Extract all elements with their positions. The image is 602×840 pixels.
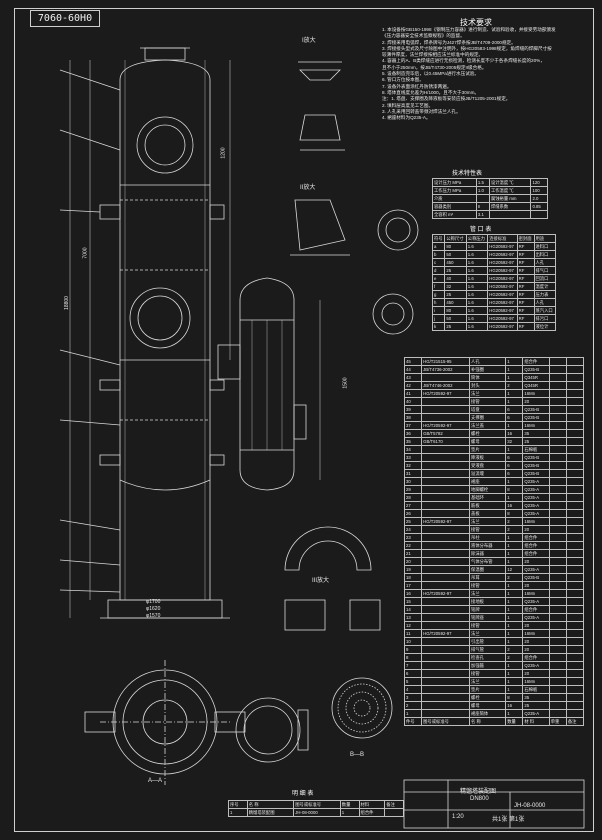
table-cell: 液位计 [533,322,557,331]
section-label-b: B—B [350,752,365,758]
half-ring-detail [284,526,372,571]
design-data-title: 技术特性表 [452,171,483,177]
dim-label-2: φ1620 [146,606,161,612]
tube-sheet [331,677,393,739]
table-cell: 1.6 [465,322,489,331]
table-cell [384,808,404,817]
tech-requirement-line: 2. 焊接采用电弧焊，焊条牌号为J427焊条按JB/T4709-2000规定。 [382,39,516,45]
table-cell: JH-08-0000 [293,808,341,817]
table-header-row: 符号公称尺寸公称压力连接标准密封面用途 [431,234,557,243]
title-block-scale: 1:20 [452,814,464,820]
column-shell [119,59,211,601]
tech-requirement-line: 3. 人孔采用回转盖带颈对焊法兰人孔。 [382,108,461,114]
upper-manhole [136,116,194,174]
tech-requirement-line: 4. 容器上的A、B类焊缝应进行无损检测，检测长度不少于各条焊缝长度的20%， [382,58,545,64]
title-block-code: DN800 [470,796,489,802]
tech-requirement-line: 4. 裙座材料为Q235-A。 [382,115,431,121]
tech-requirement-line: 1. 本设备按GB150-1998《钢制压力容器》进行制造、试验和验收，并接受劳… [382,27,556,32]
middle-manhole [129,287,191,349]
table-header-row: 件号图号或标准号名 称数量材 料单重备注 [403,717,585,726]
detail-label-3: III放大 [312,578,330,584]
drawing-stamp: 7060-60H0 [30,10,100,27]
tech-requirement-line: 较薄件厚度，法兰焊接按相应法兰标准中的规定。 [382,52,484,58]
tech-requirement-line: 《压力容器安全技术监察规程》的监督。 [382,33,465,39]
section-label-a: A—A [148,778,163,784]
tech-requirements-text: 1. 本设备按GB150-1998《钢制压力容器》进行制造、试验和验收，并接受劳… [382,27,580,121]
title-block-drawing-no: JH-08-0000 [514,803,546,809]
table-cell [530,210,548,219]
tech-requirement-line: 6. 管口方位按本图。 [382,77,424,83]
nozzle-table-title: 管 口 表 [470,227,492,233]
detail-label-2: II放大 [300,185,316,191]
tech-requirement-line: 7. 设备外表面涂红丹防锈漆两遍。 [382,83,452,89]
tech-requirement-line: 注：1. 塔盘、支撑圈及降液板等安装应按JB/T1205-2001规定。 [382,96,511,102]
tech-requirement-line: 8. 塔体直线度允差为H/1000，且不大于30mm。 [382,89,479,95]
table-cell: 材 料 [522,717,550,726]
tech-requirements-title: 技术要求 [460,18,492,27]
tech-requirement-line: 且不小于250mm，按JB/T4730-2005规定II级合格。 [382,64,487,70]
table-cell: 备注 [565,717,585,726]
tech-requirement-line: 2. 填料层高度见工艺图。 [382,102,434,108]
table-cell: HG20592-97 [487,322,518,331]
table-cell [488,210,532,219]
side-vessel [239,277,295,491]
tech-requirement-line: 3. 焊接接头型式及尺寸除图中注明外，按HG20583-1998规定，角焊缝的焊… [382,45,552,51]
dim-label-1: φ1700 [146,599,161,605]
table-cell: 件号 [403,717,423,726]
table-header-row: 序号名 称图号或标准号数量材料备注 [228,800,404,809]
dim-label-3: φ1570 [146,613,161,619]
detail-label-1: I放大 [302,38,316,44]
tech-requirement-line: 5. 设备制造完毕后，以0.45MPa进行水压试验。 [382,71,479,77]
bottom-list-title: 明 细 表 [292,791,314,797]
table-cell: k [431,322,446,331]
title-block-sheet: 共1张 第1张 [492,817,525,823]
drawing-frame [14,8,594,832]
